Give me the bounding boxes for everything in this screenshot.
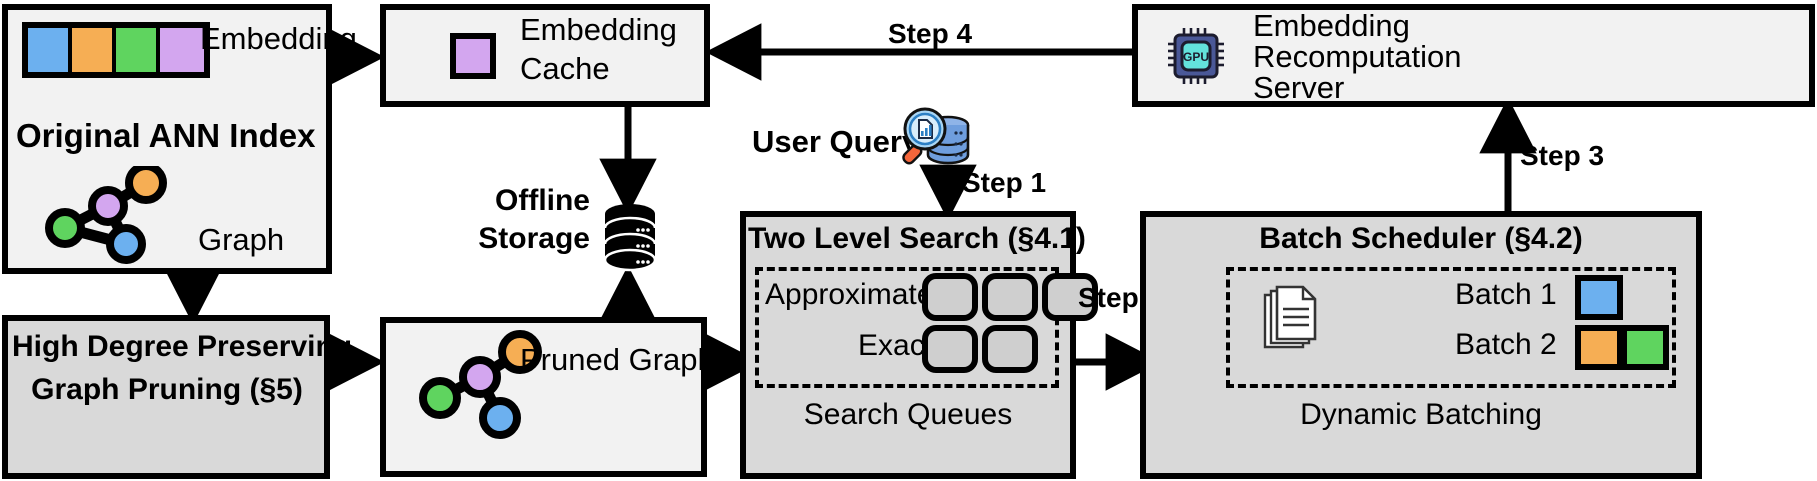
graph-pruning-line2: Graph Pruning (§5): [31, 373, 303, 406]
recomputation-server-box: [1132, 4, 1815, 107]
two-level-search-title: Two Level Search (§4.1): [748, 222, 1086, 255]
pruned-graph-icon: [419, 330, 542, 439]
queue-slot[interactable]: [922, 273, 978, 321]
batch-2-chip-orange: [1575, 325, 1623, 370]
recomputation-server-line2: Recomputation: [1253, 39, 1462, 74]
embedding-chip-row: [22, 22, 210, 78]
embedding-chip-orange: [72, 28, 116, 72]
embedding-chip-green: [116, 28, 160, 72]
offline-storage-line1: Offline: [495, 184, 590, 217]
recomputation-server-line1: Embedding: [1253, 8, 1410, 43]
graph-label: Graph: [198, 222, 285, 257]
recomputation-server-line3: Server: [1253, 70, 1345, 105]
batch-2-chip-green: [1621, 325, 1669, 370]
pruned-graph-label: Pruned Graph: [520, 342, 715, 377]
offline-storage-line2: Storage: [478, 222, 590, 255]
embedding-chip-blue: [28, 28, 72, 72]
embedding-cache-box: [380, 4, 710, 107]
embedding-cache-chip: [450, 33, 496, 79]
embedding-chip-purple: [160, 28, 204, 72]
embedding-label: Embedding: [200, 21, 357, 56]
graph-pruning-line1: High Degree Preserving: [12, 330, 353, 363]
approximate-queue-slots: [922, 273, 1098, 321]
step4-label: Step 4: [888, 18, 973, 49]
step3-label: Step 3: [1520, 140, 1605, 171]
user-query-label: User Query: [752, 124, 920, 159]
original-ann-index-title: Original ANN Index: [16, 117, 316, 154]
batch-1-chip-blue: [1575, 275, 1623, 320]
dynamic-batching-dashed-area: [1226, 267, 1676, 388]
search-queues-dashed-area: [755, 267, 1059, 388]
approximate-queue-label: Approximate: [765, 278, 934, 311]
queue-slot[interactable]: [1042, 273, 1098, 321]
documents-icon: [1263, 285, 1317, 349]
embedding-cache-line2: Cache: [520, 51, 610, 86]
queue-slot[interactable]: [982, 273, 1038, 321]
svg-text:GPU: GPU: [1183, 50, 1209, 64]
step1-label: Step 1: [962, 167, 1047, 198]
search-database-icon: [902, 107, 970, 165]
exact-queue-label: Exact: [858, 329, 934, 362]
batch-2-label: Batch 2: [1455, 328, 1557, 361]
queue-slot[interactable]: [982, 325, 1038, 373]
original-graph-icon: [45, 166, 167, 264]
gpu-chip-icon: GPU: [1168, 28, 1224, 84]
search-queues-footer: Search Queues: [803, 398, 1013, 431]
dynamic-batching-footer: Dynamic Batching: [1300, 398, 1542, 431]
embedding-cache-line1: Embedding: [520, 12, 677, 47]
exact-queue-slots: [922, 325, 1038, 373]
database-icon: [604, 204, 656, 272]
batch-scheduler-title: Batch Scheduler (§4.2): [1259, 222, 1583, 255]
queue-slot[interactable]: [922, 325, 978, 373]
batch-1-label: Batch 1: [1455, 278, 1557, 311]
graph-pruning-box: [2, 315, 330, 479]
